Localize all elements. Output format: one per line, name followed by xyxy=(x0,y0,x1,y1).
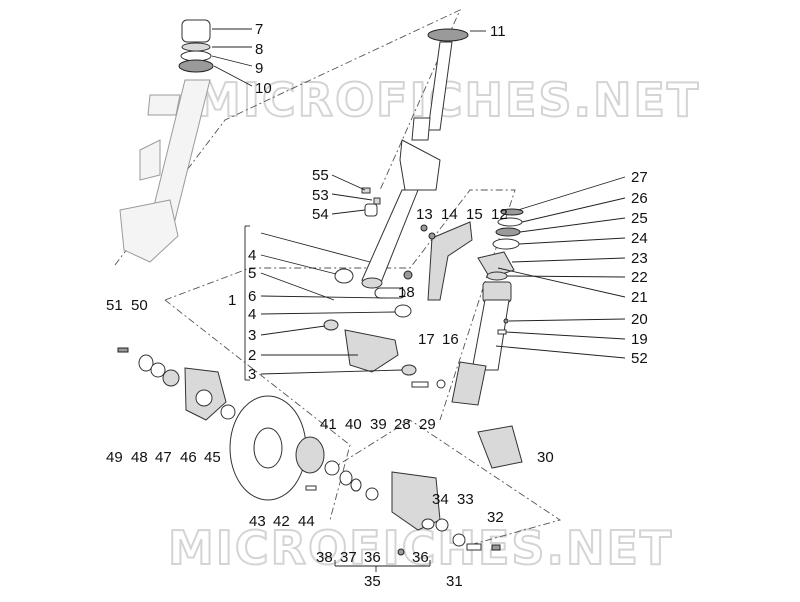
brake-disc xyxy=(229,395,307,501)
callout-35: 35 xyxy=(364,573,381,590)
callout-53: 53 xyxy=(312,187,329,204)
callout-44: 44 xyxy=(298,513,315,530)
shock-absorber xyxy=(451,208,524,406)
callout-51: 51 xyxy=(106,297,123,314)
callout-2: 2 xyxy=(248,347,256,364)
hub-flange-and-seals xyxy=(295,436,379,501)
callout-17: 17 xyxy=(418,331,435,348)
fork-bracket xyxy=(420,221,473,301)
callout-6: 6 xyxy=(248,288,256,305)
callout-55: 55 xyxy=(312,167,329,184)
callout-36-right: 36 xyxy=(412,549,429,566)
bolt-28-washer-29 xyxy=(411,379,446,389)
callout-31: 31 xyxy=(446,573,463,590)
callout-10: 10 xyxy=(255,80,272,97)
axle-parts xyxy=(435,518,501,551)
callout-25: 25 xyxy=(631,210,648,227)
callout-48: 48 xyxy=(131,449,148,466)
bearing-stack-top-left xyxy=(178,19,214,73)
callout-34: 34 xyxy=(432,491,449,508)
callout-29: 29 xyxy=(419,416,436,433)
callout-27: 27 xyxy=(631,169,648,186)
callout-5: 5 xyxy=(248,265,256,282)
small-bolts-53-55 xyxy=(361,187,381,217)
callout-36-left: 36 xyxy=(364,549,381,566)
callout-13: 13 xyxy=(416,206,433,223)
callout-39: 39 xyxy=(370,416,387,433)
callout-38: 38 xyxy=(316,549,333,566)
callout-47: 47 xyxy=(155,449,172,466)
callout-50: 50 xyxy=(131,297,148,314)
callout-11: 11 xyxy=(490,23,506,40)
callout-43: 43 xyxy=(249,513,266,530)
callout-46: 46 xyxy=(180,449,197,466)
callout-32: 32 xyxy=(487,509,504,526)
callout-23: 23 xyxy=(631,250,648,267)
callout-labels: 7 8 9 10 11 55 53 54 13 14 15 12 27 26 2… xyxy=(106,21,648,590)
caliper-arm xyxy=(391,471,441,556)
callout-3-lower: 3 xyxy=(248,366,256,383)
callout-14: 14 xyxy=(441,206,458,223)
callout-12: 12 xyxy=(491,206,508,223)
callout-42: 42 xyxy=(273,513,290,530)
callout-7: 7 xyxy=(255,21,263,38)
callout-19: 19 xyxy=(631,331,648,348)
callout-40: 40 xyxy=(345,416,362,433)
leader-lines xyxy=(211,28,626,572)
callout-8: 8 xyxy=(255,41,263,58)
callout-37: 37 xyxy=(340,549,357,566)
hub-assembly xyxy=(117,347,236,421)
steering-column xyxy=(361,28,469,289)
callout-33: 33 xyxy=(457,491,474,508)
callout-49: 49 xyxy=(106,449,123,466)
callout-24: 24 xyxy=(631,230,648,247)
callout-4-lower: 4 xyxy=(248,306,256,323)
callout-26: 26 xyxy=(631,190,648,207)
callout-20: 20 xyxy=(631,311,648,328)
callout-9: 9 xyxy=(255,60,263,77)
callout-16: 16 xyxy=(442,331,459,348)
callout-28: 28 xyxy=(394,416,411,433)
callout-22: 22 xyxy=(631,269,648,286)
callout-21: 21 xyxy=(631,289,648,306)
callout-54: 54 xyxy=(312,206,329,223)
callout-52: 52 xyxy=(631,350,648,367)
callout-15: 15 xyxy=(466,206,483,223)
callout-3-upper: 3 xyxy=(248,327,256,344)
cover-30 xyxy=(477,425,523,469)
callout-4-upper: 4 xyxy=(248,247,256,264)
callout-1: 1 xyxy=(228,292,236,309)
callout-18: 18 xyxy=(398,284,415,301)
callout-45: 45 xyxy=(204,449,221,466)
callout-41: 41 xyxy=(320,416,337,433)
fork-link-assembly xyxy=(323,268,417,376)
ghost-steering-column xyxy=(119,79,211,263)
callout-30: 30 xyxy=(537,449,554,466)
